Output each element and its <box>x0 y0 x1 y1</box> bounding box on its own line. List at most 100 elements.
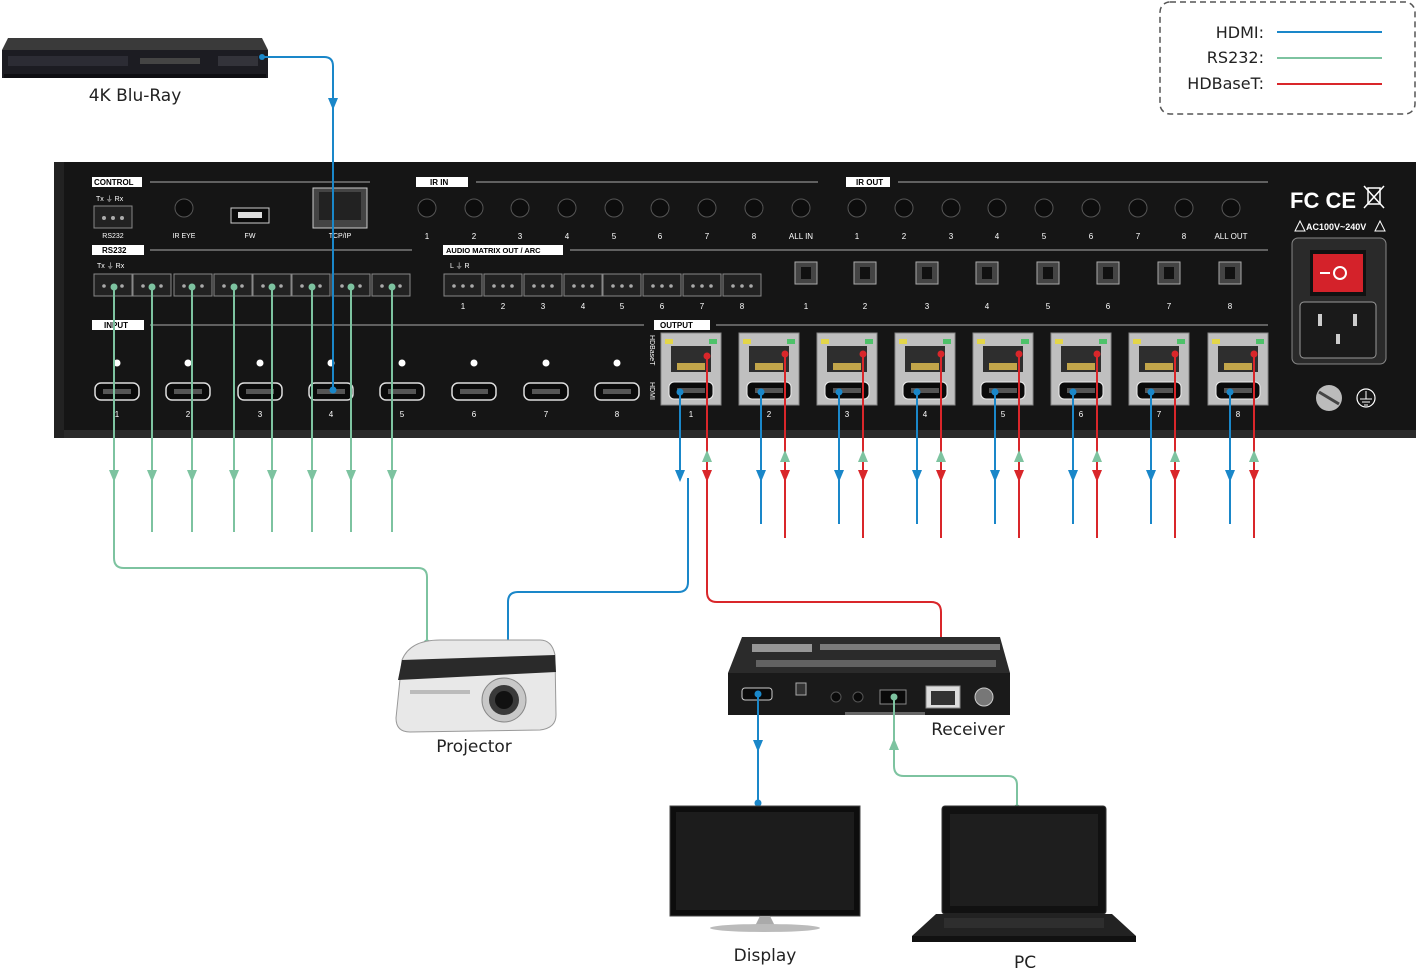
ir-out-port-5 <box>1034 198 1054 218</box>
pc-label: PC <box>1014 953 1036 969</box>
ir-out-header: IR OUT <box>856 178 883 187</box>
ir-in-port-2 <box>464 198 484 218</box>
ir-in-port-label: 1 <box>425 232 430 241</box>
projector: Projector <box>395 639 557 757</box>
ir-out-port-label: 8 <box>1182 232 1187 241</box>
bluray-label: 4K Blu-Ray <box>89 86 182 106</box>
audio-port-label: 6 <box>660 302 665 311</box>
ir-out-port-label: 2 <box>902 232 907 241</box>
legend-hdmi-label: HDMI: <box>1216 23 1264 42</box>
ir-in-port-label: 3 <box>518 232 523 241</box>
rs232-header: RS232 <box>102 246 127 255</box>
tcpip-label: TCP/IP <box>329 233 352 240</box>
power-label: AC100V~240V <box>1306 222 1366 232</box>
projector-label: Projector <box>436 737 512 757</box>
rs232-pin-label: Tx ⏚ Rx <box>97 262 125 270</box>
input-port-label: 8 <box>615 410 620 419</box>
audio-port-label: 5 <box>620 302 625 311</box>
output-side-hdbaset: HDBaseT <box>648 335 655 366</box>
input-port-label: 7 <box>544 410 549 419</box>
receiver-to-display-wire <box>753 690 763 807</box>
legend-hdbaset-label: HDBaseT: <box>1187 74 1264 93</box>
optical-port-label: 8 <box>1228 302 1233 311</box>
audio-port-label: 1 <box>461 302 466 311</box>
input-header: INPUT <box>104 321 128 330</box>
audio-port-label: 7 <box>700 302 705 311</box>
bluray-to-input4-wire <box>259 54 338 394</box>
ir-out-port-label: 3 <box>949 232 954 241</box>
ground-icon <box>1356 388 1376 408</box>
audio-lr-label: L ⏚ R <box>450 262 470 270</box>
ir-in-port-label: 8 <box>752 232 757 241</box>
output-port-label: 7 <box>1157 410 1162 419</box>
ir-out-port-4 <box>987 198 1007 218</box>
audio-header: AUDIO MATRIX OUT / ARC <box>446 246 541 255</box>
ir-in-port-7 <box>697 198 717 218</box>
ir-in-port-1 <box>417 198 437 218</box>
input-port-label: 4 <box>329 410 334 419</box>
ir-out-port-label: 5 <box>1042 232 1047 241</box>
optical-port-label: 5 <box>1046 302 1051 311</box>
ir-in-port-5 <box>604 198 624 218</box>
ir-in-port-9 <box>791 198 811 218</box>
input-port-label: 2 <box>186 410 191 419</box>
bluray-player: 4K Blu-Ray <box>2 38 268 106</box>
optical-port-label: 2 <box>863 302 868 311</box>
power-inlet <box>1299 301 1377 359</box>
output-port-label: 1 <box>689 410 694 419</box>
control-rs232-label: RS232 <box>102 233 124 240</box>
input-port-label: 3 <box>258 410 263 419</box>
optical-port-label: 4 <box>985 302 990 311</box>
matrix-rear-panel: CONTROL Tx ⏚ Rx RS232 IR EYE FW TCP/IP I… <box>54 162 1416 438</box>
receiver: Receiver <box>728 637 1010 740</box>
audio-port-label: 4 <box>581 302 586 311</box>
ir-eye-label: IR EYE <box>173 233 196 240</box>
ir-in-header: IR IN <box>430 178 448 187</box>
weee-icon <box>1363 185 1385 209</box>
audio-port-label: 2 <box>501 302 506 311</box>
display: Display <box>669 805 861 966</box>
pc-laptop: PC <box>912 805 1136 969</box>
ir-in-port-label: 5 <box>612 232 617 241</box>
output-port-label: 2 <box>767 410 772 419</box>
display-label: Display <box>734 946 797 966</box>
audio-port-label: 3 <box>541 302 546 311</box>
output-port-label: 4 <box>923 410 928 419</box>
fw-label: FW <box>245 233 256 240</box>
warning-icon <box>1294 219 1386 232</box>
ir-in-port-8 <box>744 198 764 218</box>
output-port-label: 3 <box>845 410 850 419</box>
ir-out-port-8 <box>1174 198 1194 218</box>
svg-text:Tx ⏚ Rx: Tx ⏚ Rx <box>96 195 124 203</box>
ir-in-port-label: 6 <box>658 232 663 241</box>
ir-out-port-label: 4 <box>995 232 1000 241</box>
ir-out-port-6 <box>1081 198 1101 218</box>
legend-rs232-label: RS232: <box>1207 48 1264 67</box>
optical-port-label: 7 <box>1167 302 1172 311</box>
ir-out-port-1 <box>847 198 867 218</box>
ir-out-port-2 <box>894 198 914 218</box>
ir-in-port-3 <box>510 198 530 218</box>
ir-in-port-label: 2 <box>472 232 477 241</box>
ir-in-port-6 <box>650 198 670 218</box>
ir-in-port-label: ALL IN <box>789 232 813 241</box>
input-port-label: 6 <box>472 410 477 419</box>
ir-in-port-label: 4 <box>565 232 570 241</box>
audio-port-label: 8 <box>740 302 745 311</box>
input-port-label: 5 <box>400 410 405 419</box>
projector-hdmi-wire <box>504 478 689 647</box>
ir-in-port-4 <box>557 198 577 218</box>
ir-out-port-label: 7 <box>1136 232 1141 241</box>
output-port-label: 5 <box>1001 410 1006 419</box>
input-port-label: 1 <box>115 410 120 419</box>
output-port-label: 6 <box>1079 410 1084 419</box>
optical-port-label: 3 <box>925 302 930 311</box>
ir-in-port-label: 7 <box>705 232 710 241</box>
receiver-label: Receiver <box>931 720 1005 740</box>
control-header: CONTROL <box>94 178 134 187</box>
output-port-label: 8 <box>1236 410 1241 419</box>
output-header: OUTPUT <box>660 321 693 330</box>
ir-out-port-9 <box>1221 198 1241 218</box>
ir-out-port-label: 1 <box>855 232 860 241</box>
optical-port-label: 6 <box>1106 302 1111 311</box>
